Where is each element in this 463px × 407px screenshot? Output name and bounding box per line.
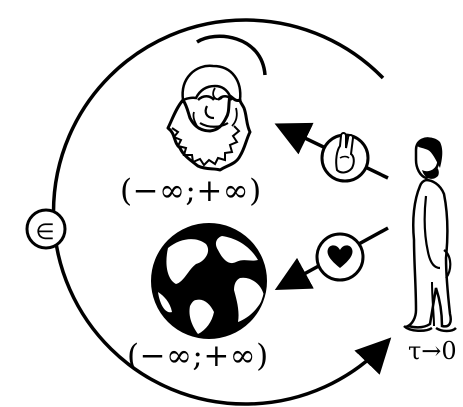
raised-fingers-hand-icon [320,132,370,183]
heart-icon [315,232,365,282]
bottom-range-label: (−∞;+∞) [127,338,269,374]
standing-man-icon [403,137,457,333]
time-limit-label: τ→0 [408,337,457,365]
globe-icon [151,223,267,339]
top-range-label: (−∞;+∞) [120,173,262,209]
element-of-badge [25,208,67,250]
element-of-symbol: ∈ [35,220,55,245]
halo-arc [196,34,267,76]
bearded-sage-head-icon [166,64,252,172]
